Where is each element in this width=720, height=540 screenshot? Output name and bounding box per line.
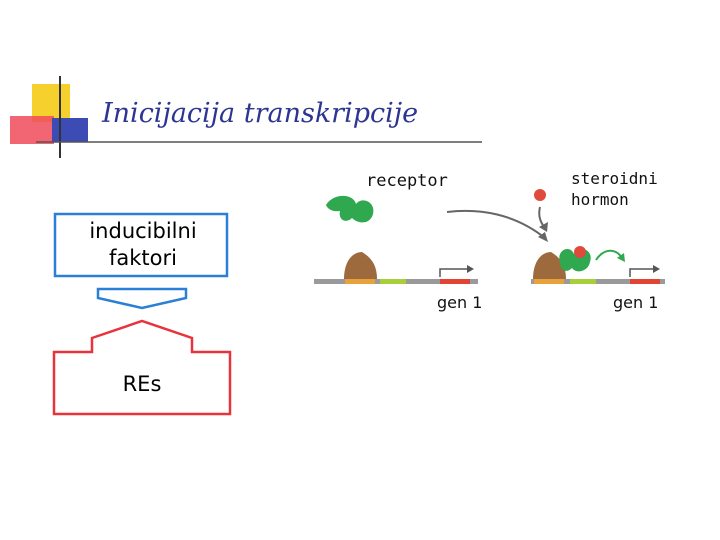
decor-blue-square — [52, 118, 88, 142]
decor-red-square — [10, 116, 54, 144]
hormone-label-line2: hormon — [571, 190, 629, 209]
inducible-factors-label: inducibilni faktori — [62, 218, 224, 272]
activation-arrow — [595, 249, 623, 261]
dna-strand-left — [314, 252, 478, 284]
hormone-arrow-head — [539, 222, 548, 232]
dna-gene-left — [440, 279, 470, 284]
hormone-label: steroidni hormon — [571, 168, 658, 210]
steroid-hormone-dot — [534, 189, 546, 201]
tss-arrow-right-head — [653, 265, 660, 273]
tss-arrow-left-head — [467, 265, 474, 273]
free-receptor-icon — [326, 195, 374, 223]
tss-arrow-left — [439, 268, 470, 277]
inducible-factors-box — [53, 212, 229, 278]
dna-gene-right — [630, 279, 660, 284]
title-decoration — [10, 76, 482, 158]
hormone-label-line1: steroidni — [571, 169, 658, 188]
transcription-factor-left-icon — [344, 252, 377, 279]
blue-arrow-down — [96, 287, 188, 310]
dna-backbone-right — [531, 279, 665, 284]
dna-promoter-left — [345, 279, 375, 284]
binding-arrow-head — [538, 232, 548, 242]
slide-title: Inicijacija transkripcije — [102, 98, 419, 129]
binding-arrow — [446, 209, 546, 239]
inducible-factors-line1: inducibilni — [89, 219, 197, 243]
bound-hormone-dot — [574, 246, 586, 258]
dna-re-right — [570, 279, 596, 284]
gene-label-left: gen 1 — [437, 293, 483, 312]
receptor-label: receptor — [366, 171, 448, 191]
response-elements-label: REs — [122, 372, 162, 396]
dna-re-left — [380, 279, 406, 284]
activation-arrow-head — [617, 253, 625, 262]
gene-label-right: gen 1 — [613, 293, 659, 312]
transcription-factor-right-icon — [533, 252, 566, 279]
inducible-factors-line2: faktori — [109, 246, 177, 270]
dna-promoter-right — [534, 279, 564, 284]
tss-arrow-right — [629, 268, 656, 277]
response-elements-box — [52, 319, 232, 416]
decor-yellow-square — [32, 84, 70, 122]
dna-strand-right — [531, 246, 665, 284]
